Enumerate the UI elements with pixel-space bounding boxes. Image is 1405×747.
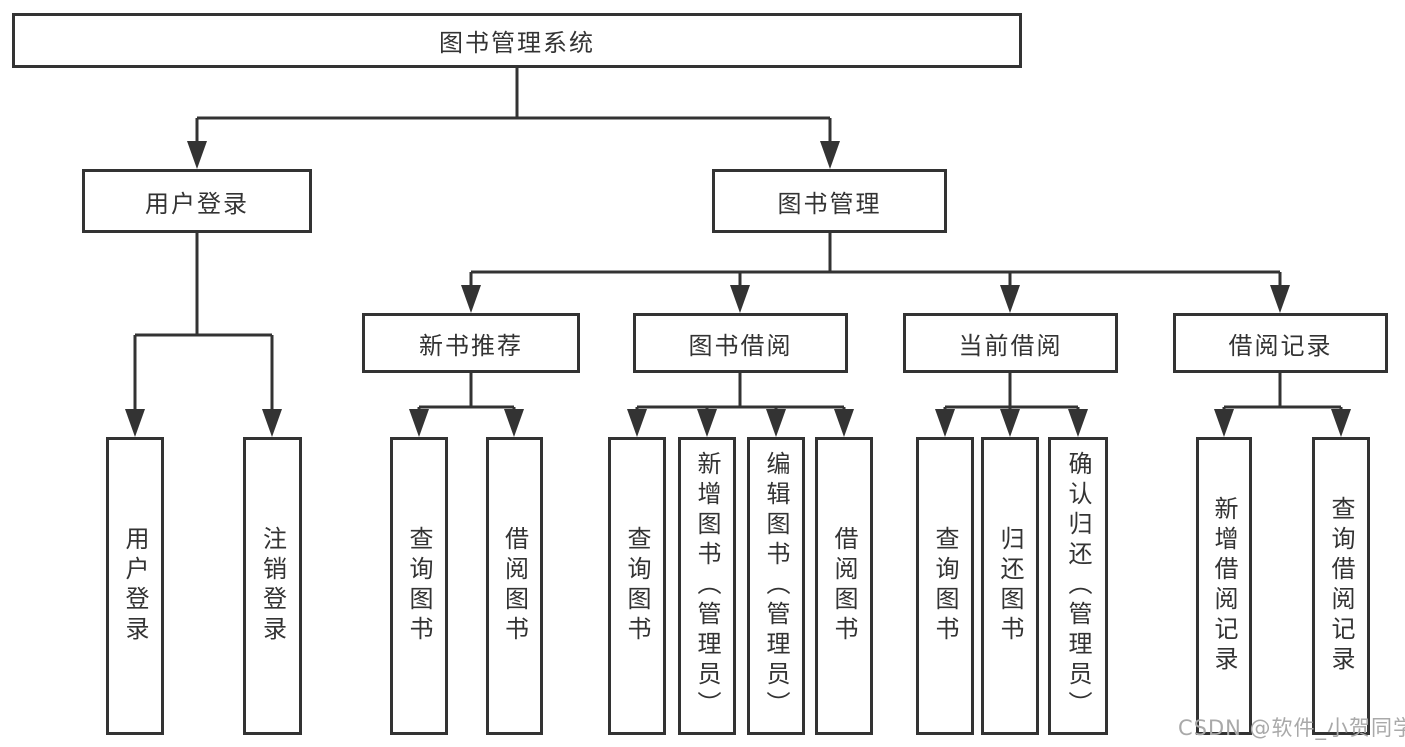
csdn-watermark: CSDN @软件_小贺同学 <box>1178 716 1405 740</box>
leaf-label: 查询图书 <box>405 526 433 646</box>
connector-borrow-to-leaves <box>627 371 854 437</box>
node-borrow-records: 借阅记录 <box>1173 313 1388 373</box>
leaf-borrow-borrow-books: 借阅图书 <box>815 437 873 735</box>
leaf-borrow-query-books: 查询图书 <box>608 437 666 735</box>
leaf-user-login: 用户登录 <box>106 437 164 735</box>
leaf-current-return-books: 归还图书 <box>981 437 1039 735</box>
leaf-label: 查询图书 <box>623 526 651 646</box>
connector-current-to-leaves <box>935 371 1088 437</box>
node-user-login: 用户登录 <box>82 169 312 233</box>
leaf-label: 用户登录 <box>121 526 149 646</box>
node-current-borrow: 当前借阅 <box>903 313 1118 373</box>
leaf-label: 归还图书 <box>996 526 1024 646</box>
leaf-newbook-borrow-books: 借阅图书 <box>486 437 543 735</box>
leaf-label: 查询图书 <box>931 526 959 646</box>
connector-root-to-level2 <box>187 67 840 169</box>
leaf-borrow-add-books-admin: 新增图书（管理员） <box>678 437 736 735</box>
connector-login-to-leaves <box>125 231 282 437</box>
connector-mgmt-to-level3 <box>461 231 1290 313</box>
leaf-logout: 注销登录 <box>243 437 302 735</box>
leaf-newbook-query-books: 查询图书 <box>390 437 448 735</box>
leaf-records-add-record: 新增借阅记录 <box>1196 437 1252 735</box>
leaf-borrow-edit-books-admin: 编辑图书（管理员） <box>747 437 805 735</box>
node-book-management: 图书管理 <box>712 169 947 233</box>
leaf-label: 新增图书（管理员） <box>693 451 721 721</box>
connector-newbook-to-leaves <box>409 371 524 437</box>
node-root-system: 图书管理系统 <box>12 13 1022 68</box>
leaf-current-query-books: 查询图书 <box>916 437 974 735</box>
node-book-borrow: 图书借阅 <box>633 313 848 373</box>
leaf-label: 新增借阅记录 <box>1210 496 1238 676</box>
leaf-label: 查询借阅记录 <box>1327 496 1355 676</box>
connector-records-to-leaves <box>1214 371 1351 437</box>
leaf-label: 编辑图书（管理员） <box>762 451 790 721</box>
leaf-label: 借阅图书 <box>830 526 858 646</box>
node-new-book-recommend: 新书推荐 <box>362 313 580 373</box>
leaf-label: 注销登录 <box>258 526 287 646</box>
leaf-label: 借阅图书 <box>500 526 529 646</box>
leaf-current-confirm-return-admin: 确认归还（管理员） <box>1048 437 1108 735</box>
leaf-label: 确认归还（管理员） <box>1064 451 1092 721</box>
leaf-records-query-record: 查询借阅记录 <box>1312 437 1370 735</box>
